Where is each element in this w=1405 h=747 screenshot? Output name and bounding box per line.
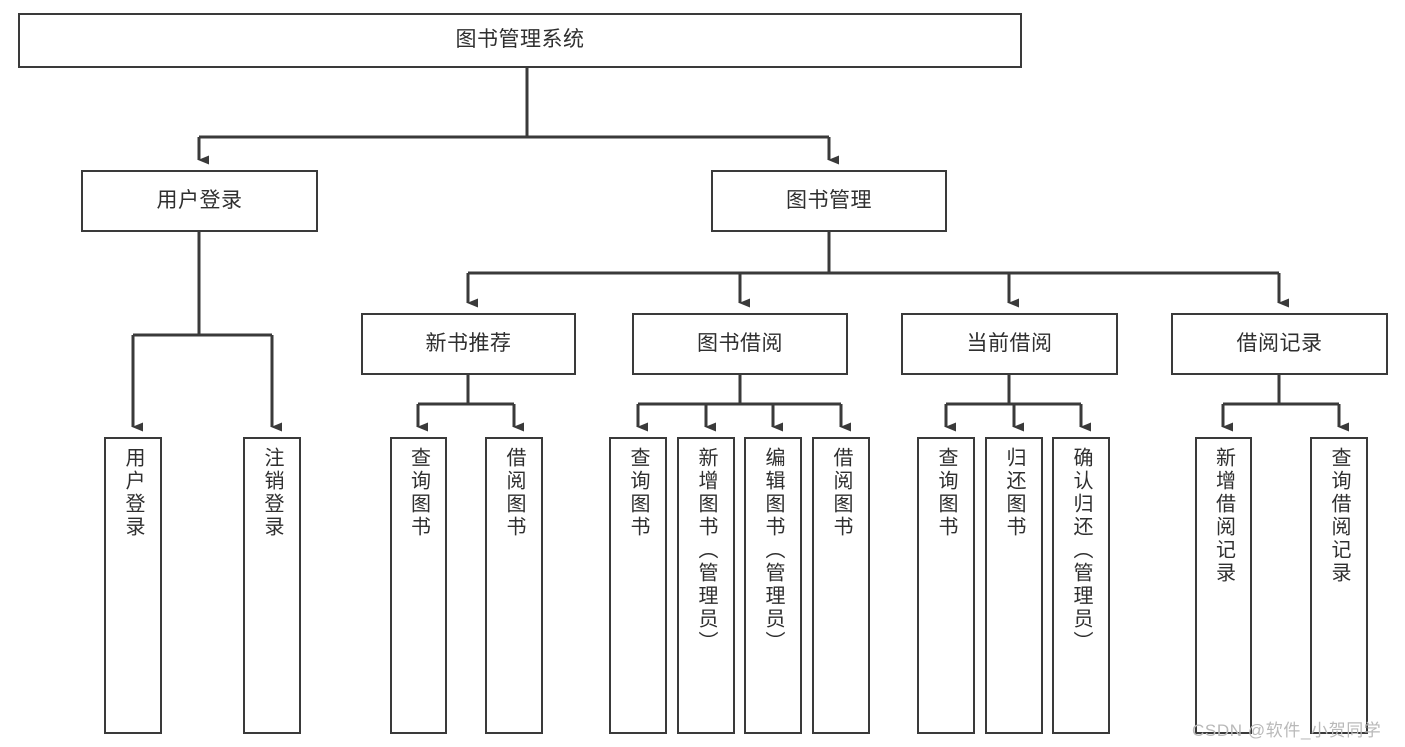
node-label: 归还图书 <box>1003 447 1025 539</box>
node-label: 借阅图书 <box>503 447 525 539</box>
edges-root <box>197 68 839 165</box>
edges-book-manage <box>466 232 1289 308</box>
node-label: 图书管理 <box>786 188 872 212</box>
edges-new-book <box>416 375 524 432</box>
leaf-user-login-login[interactable]: 用户登录 <box>104 437 162 734</box>
leaf-current-borrow-return[interactable]: 归还图书 <box>985 437 1043 734</box>
edges-borrow-record <box>1221 375 1349 432</box>
node-label: 当前借阅 <box>966 331 1053 355</box>
leaf-book-borrow-add[interactable]: 新增图书（管理员） <box>677 437 735 734</box>
node-label: 图书管理系统 <box>455 28 585 52</box>
node-new-book-recommend[interactable]: 新书推荐 <box>361 313 576 375</box>
node-label: 查询图书 <box>935 447 957 539</box>
edges-book-borrow <box>636 375 851 432</box>
leaf-book-borrow-edit[interactable]: 编辑图书（管理员） <box>744 437 802 734</box>
leaf-borrow-record-add[interactable]: 新增借阅记录 <box>1195 437 1252 734</box>
node-label: 查询借阅记录 <box>1328 447 1350 585</box>
node-label: 注销登录 <box>261 447 283 539</box>
leaf-book-borrow-borrow[interactable]: 借阅图书 <box>812 437 870 734</box>
node-user-login[interactable]: 用户登录 <box>81 170 318 232</box>
edges-user-login <box>131 232 282 432</box>
node-label: 新增图书（管理员） <box>695 447 717 654</box>
leaf-borrow-record-query[interactable]: 查询借阅记录 <box>1310 437 1368 734</box>
node-label: 借阅图书 <box>830 447 852 539</box>
leaf-new-book-query[interactable]: 查询图书 <box>390 437 447 734</box>
node-label: 查询图书 <box>407 447 430 539</box>
node-label: 新书推荐 <box>425 331 512 355</box>
node-label: 借阅记录 <box>1236 331 1323 355</box>
node-label: 用户登录 <box>156 188 243 212</box>
node-book-management[interactable]: 图书管理 <box>711 170 947 232</box>
node-borrow-record[interactable]: 借阅记录 <box>1171 313 1388 375</box>
leaf-book-borrow-query[interactable]: 查询图书 <box>609 437 667 734</box>
node-root-library-system[interactable]: 图书管理系统 <box>18 13 1022 68</box>
node-label: 图书借阅 <box>697 331 783 355</box>
node-label: 用户登录 <box>122 447 144 539</box>
node-current-borrow[interactable]: 当前借阅 <box>901 313 1118 375</box>
node-label: 新增借阅记录 <box>1212 447 1235 585</box>
node-label: 编辑图书（管理员） <box>762 447 784 654</box>
node-book-borrow[interactable]: 图书借阅 <box>632 313 848 375</box>
leaf-current-borrow-query[interactable]: 查询图书 <box>917 437 975 734</box>
leaf-current-borrow-confirm-return[interactable]: 确认归还（管理员） <box>1052 437 1110 734</box>
leaf-user-login-logout[interactable]: 注销登录 <box>243 437 301 734</box>
node-label: 确认归还（管理员） <box>1070 447 1092 654</box>
edges-current-borrow <box>944 375 1091 432</box>
leaf-new-book-borrow[interactable]: 借阅图书 <box>485 437 543 734</box>
node-label: 查询图书 <box>627 447 649 539</box>
